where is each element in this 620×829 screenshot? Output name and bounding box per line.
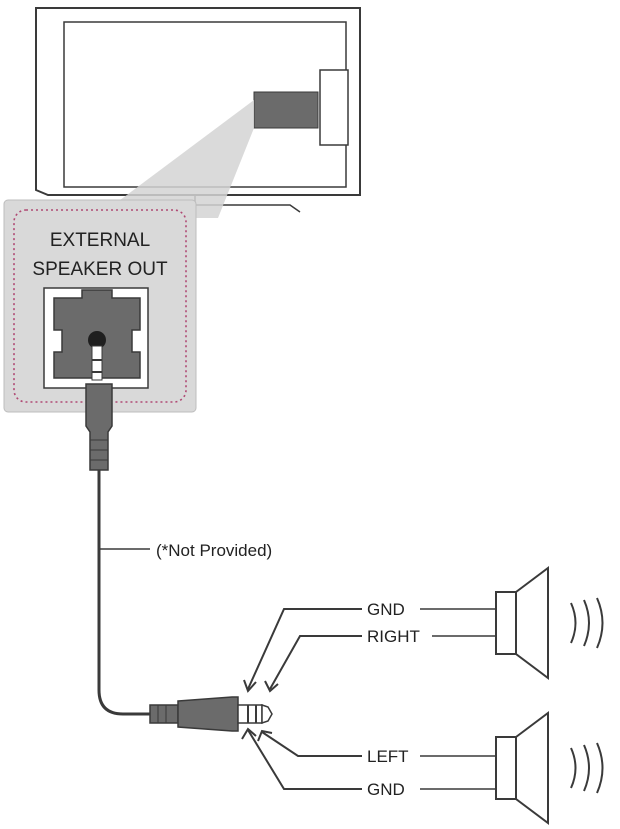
top-plug — [85, 383, 113, 471]
bottom-plug — [149, 696, 273, 732]
pointer-upper-gnd — [247, 608, 362, 690]
plug-pin — [237, 704, 263, 724]
zoom-callout — [96, 100, 254, 218]
jack-hole — [88, 331, 106, 349]
inserted-plug-tip — [91, 345, 103, 381]
plug-tip — [261, 703, 273, 725]
pointer-lower-gnd — [247, 729, 362, 790]
sound-waves-icon — [570, 742, 604, 794]
tv-port-area — [253, 91, 319, 129]
label-left: LEFT — [367, 747, 409, 766]
speaker-left — [495, 711, 604, 825]
pin-pointers — [241, 608, 362, 790]
pointer-left — [261, 731, 362, 757]
label-right: RIGHT — [367, 627, 420, 646]
speaker-out-panel: EXTERNAL SPEAKER OUT — [3, 199, 197, 413]
sound-waves-icon — [570, 597, 604, 649]
panel-dotted-border — [13, 209, 187, 403]
port-label-line1: EXTERNAL — [50, 230, 150, 251]
speaker-wires — [420, 608, 496, 790]
port-label-line2: SPEAKER OUT — [32, 259, 168, 280]
pointer-right — [269, 635, 362, 690]
speaker-right — [495, 566, 604, 680]
label-lower-gnd: GND — [367, 780, 405, 799]
audio-cable — [97, 470, 152, 716]
label-upper-gnd: GND — [367, 600, 405, 619]
not-provided-note: (*Not Provided) — [156, 541, 272, 560]
tv-side-panel — [319, 69, 349, 146]
